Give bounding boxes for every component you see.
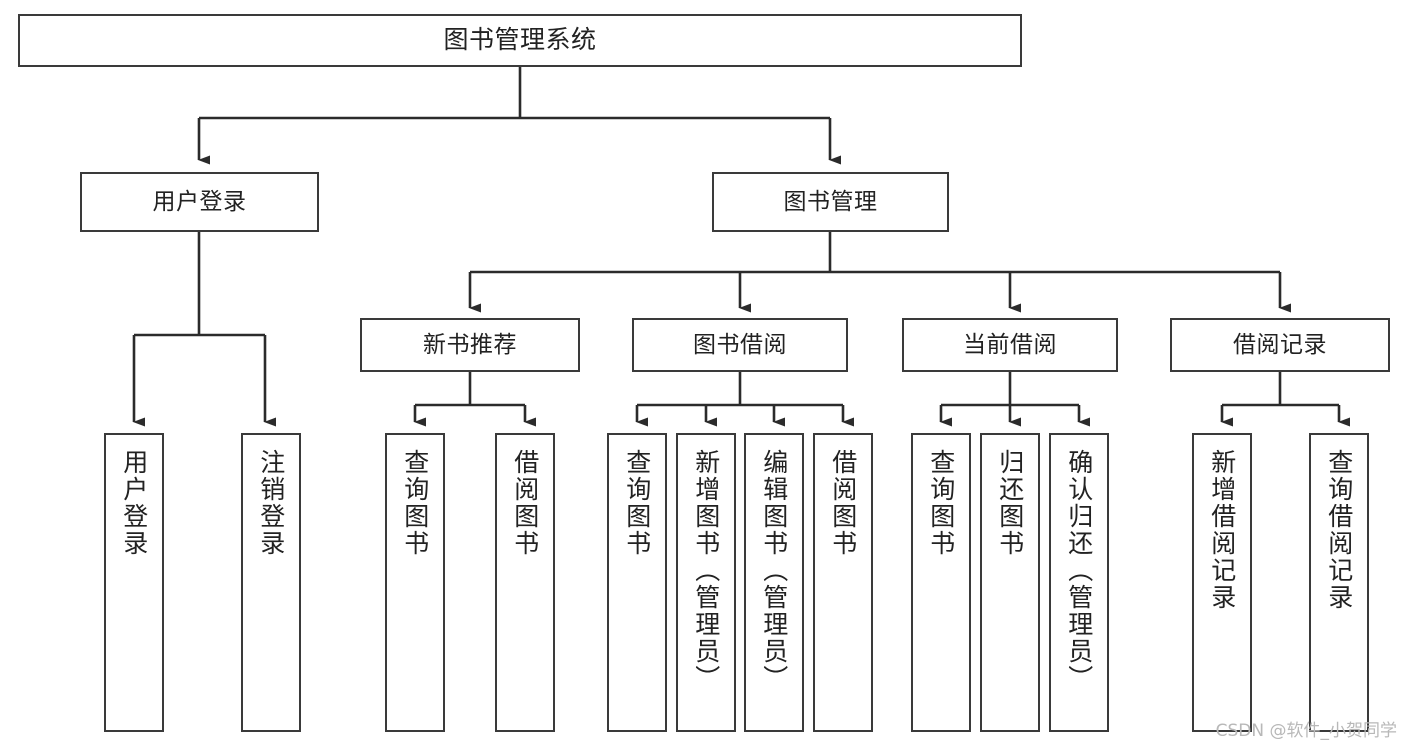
node-leaf-edit-book-admin-label: 编辑图书（管理员） xyxy=(759,449,789,692)
node-leaf-borrow-book-new-label: 借阅图书 xyxy=(510,449,540,557)
node-leaf-return-book-label: 归还图书 xyxy=(995,449,1025,557)
node-book-management[interactable]: 图书管理 xyxy=(712,172,949,232)
node-leaf-logout-label: 注销登录 xyxy=(256,449,286,557)
node-leaf-query-book-new-label: 查询图书 xyxy=(400,449,430,557)
node-leaf-borrow-book[interactable]: 借阅图书 xyxy=(813,433,873,732)
node-new-book-recommend-label: 新书推荐 xyxy=(423,331,517,358)
node-leaf-query-book-current-label: 查询图书 xyxy=(926,449,956,557)
node-book-management-label: 图书管理 xyxy=(783,188,878,215)
node-leaf-query-book-current[interactable]: 查询图书 xyxy=(911,433,971,732)
node-leaf-user-login[interactable]: 用户登录 xyxy=(104,433,164,732)
node-leaf-confirm-return-admin-label: 确认归还（管理员） xyxy=(1064,449,1094,692)
node-leaf-query-borrow-record[interactable]: 查询借阅记录 xyxy=(1309,433,1369,732)
node-current-borrow-label: 当前借阅 xyxy=(963,331,1057,358)
node-user-login[interactable]: 用户登录 xyxy=(80,172,319,232)
node-leaf-query-book-label: 查询图书 xyxy=(622,449,652,557)
node-user-login-label: 用户登录 xyxy=(152,188,247,215)
node-leaf-user-login-label: 用户登录 xyxy=(119,449,149,557)
node-leaf-return-book[interactable]: 归还图书 xyxy=(980,433,1040,732)
node-borrow-record[interactable]: 借阅记录 xyxy=(1170,318,1390,372)
watermark-text: CSDN @软件_小贺同学 xyxy=(1215,721,1397,741)
node-leaf-query-book-new[interactable]: 查询图书 xyxy=(385,433,445,732)
node-leaf-add-borrow-record-label: 新增借阅记录 xyxy=(1207,449,1237,611)
node-leaf-borrow-book-new[interactable]: 借阅图书 xyxy=(495,433,555,732)
node-leaf-query-borrow-record-label: 查询借阅记录 xyxy=(1324,449,1354,611)
node-new-book-recommend[interactable]: 新书推荐 xyxy=(360,318,580,372)
node-leaf-confirm-return-admin[interactable]: 确认归还（管理员） xyxy=(1049,433,1109,732)
node-borrow-record-label: 借阅记录 xyxy=(1233,331,1327,358)
node-leaf-add-book-admin-label: 新增图书（管理员） xyxy=(691,449,721,692)
node-leaf-edit-book-admin[interactable]: 编辑图书（管理员） xyxy=(744,433,804,732)
node-leaf-add-book-admin[interactable]: 新增图书（管理员） xyxy=(676,433,736,732)
node-current-borrow[interactable]: 当前借阅 xyxy=(902,318,1118,372)
node-root-label: 图书管理系统 xyxy=(443,25,597,55)
node-leaf-add-borrow-record[interactable]: 新增借阅记录 xyxy=(1192,433,1252,732)
node-root-system[interactable]: 图书管理系统 xyxy=(18,14,1022,67)
node-book-borrow-label: 图书借阅 xyxy=(693,331,787,358)
node-leaf-logout[interactable]: 注销登录 xyxy=(241,433,301,732)
node-leaf-borrow-book-label: 借阅图书 xyxy=(828,449,858,557)
node-book-borrow[interactable]: 图书借阅 xyxy=(632,318,848,372)
node-leaf-query-book[interactable]: 查询图书 xyxy=(607,433,667,732)
